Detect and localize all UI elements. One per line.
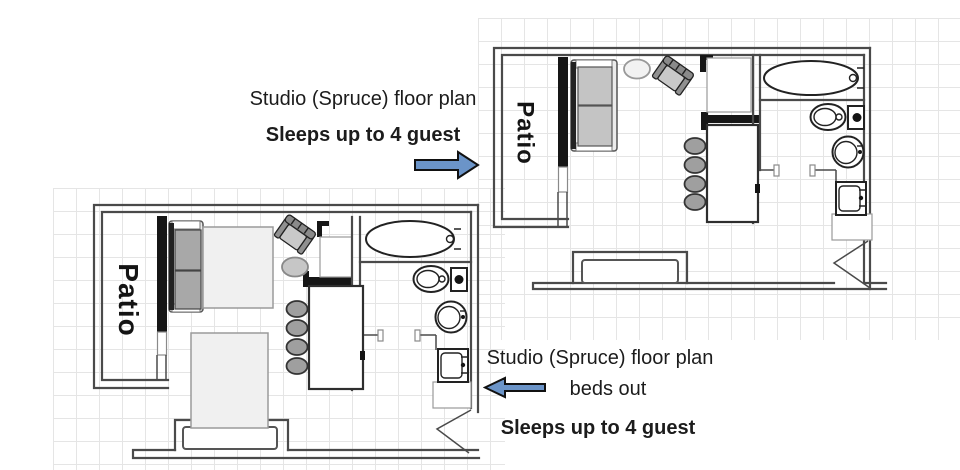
right-wall: [862, 46, 872, 291]
coffee-table-icon: [281, 256, 309, 278]
caption-bottom-title: Studio (Spruce) floor plan: [486, 347, 714, 369]
patio-door-opening: [557, 166, 569, 193]
caption-bottom-sleeps: Sleeps up to 4 guest: [500, 417, 696, 439]
stowed-bed-cabinet: [182, 426, 278, 450]
left-arrow-icon: [483, 376, 546, 399]
left-wall-lower: [156, 355, 167, 381]
bar-stool-icon: [285, 338, 309, 356]
sofa-icon: [168, 220, 204, 313]
round-sink-icon: [434, 300, 468, 334]
kitchen-wall-nub: [701, 112, 708, 130]
sofa-bed-mattress: [202, 226, 274, 309]
caption-top-title: Studio (Spruce) floor plan: [249, 88, 477, 110]
kitchen-island: [705, 123, 760, 224]
caption-top-sleeps: Sleeps up to 4 guest: [265, 124, 461, 146]
toilet-icon: [809, 103, 865, 131]
patio-label: Patio: [512, 101, 539, 165]
vanity-cabinet: [831, 213, 873, 241]
kitchen-island: [307, 284, 365, 391]
caption-bottom-beds-out: beds out: [569, 378, 647, 400]
bottom-wall: [131, 448, 481, 460]
bathtub-icon: [763, 60, 864, 96]
bar-stool-icon: [285, 319, 309, 337]
bed-alcove-wall: [571, 250, 689, 285]
pull-down-bed: [190, 332, 269, 429]
door-jamb-icon: [809, 164, 816, 177]
stowed-bed-cabinet: [581, 259, 679, 284]
bathroom-doorway-wall: [360, 334, 437, 350]
door-jamb-icon: [377, 329, 384, 342]
outer-wall: [492, 46, 872, 229]
kitchen-counter: [319, 236, 353, 278]
armchair-icon: [273, 214, 317, 255]
vanity-cabinet: [432, 381, 472, 409]
round-sink-icon: [831, 135, 865, 169]
entry-door-swing-icon: [435, 409, 472, 454]
right-wall: [469, 203, 480, 414]
toilet-icon: [412, 265, 468, 293]
floor-plan-bottom: Patio: [92, 203, 481, 460]
coffee-table-icon: [623, 58, 651, 80]
right-arrow-icon: [414, 150, 480, 180]
left-wall-lower: [557, 192, 568, 227]
floor-plan-top: Patio: [492, 46, 888, 291]
armchair-icon: [651, 55, 695, 96]
kitchen-wall-stub: [317, 221, 329, 237]
walls-bottom: [92, 203, 481, 460]
bottom-wall: [531, 281, 888, 291]
inner-wall: [100, 210, 473, 382]
outer-wall: [92, 203, 480, 390]
bar-stool-icon: [683, 175, 707, 193]
bar-stools: [683, 137, 707, 211]
bathtub-icon: [365, 220, 461, 258]
sofa-icon: [570, 59, 618, 152]
sliding-door: [157, 216, 167, 332]
patio-label: Patio: [113, 263, 144, 336]
inner-wall: [500, 53, 866, 221]
square-sink-icon: [835, 181, 867, 216]
kitchen-counter: [706, 57, 752, 113]
entry-door-swing-icon: [832, 240, 871, 289]
bar-stool-icon: [683, 193, 707, 211]
patio-door-opening: [156, 331, 168, 356]
bar-stool-icon: [285, 357, 309, 375]
bar-stool-icon: [683, 156, 707, 174]
bar-stool-icon: [683, 137, 707, 155]
bar-stool-icon: [285, 300, 309, 318]
door-jamb-icon: [414, 329, 421, 342]
kitchen-wall-bar: [706, 115, 761, 123]
door-jamb-icon: [773, 164, 780, 177]
kitchen-wall-bar: [303, 277, 353, 285]
bar-stools: [285, 300, 309, 375]
bathroom-doorway-wall: [760, 169, 837, 214]
square-sink-icon: [437, 348, 469, 383]
sliding-door: [558, 57, 568, 167]
